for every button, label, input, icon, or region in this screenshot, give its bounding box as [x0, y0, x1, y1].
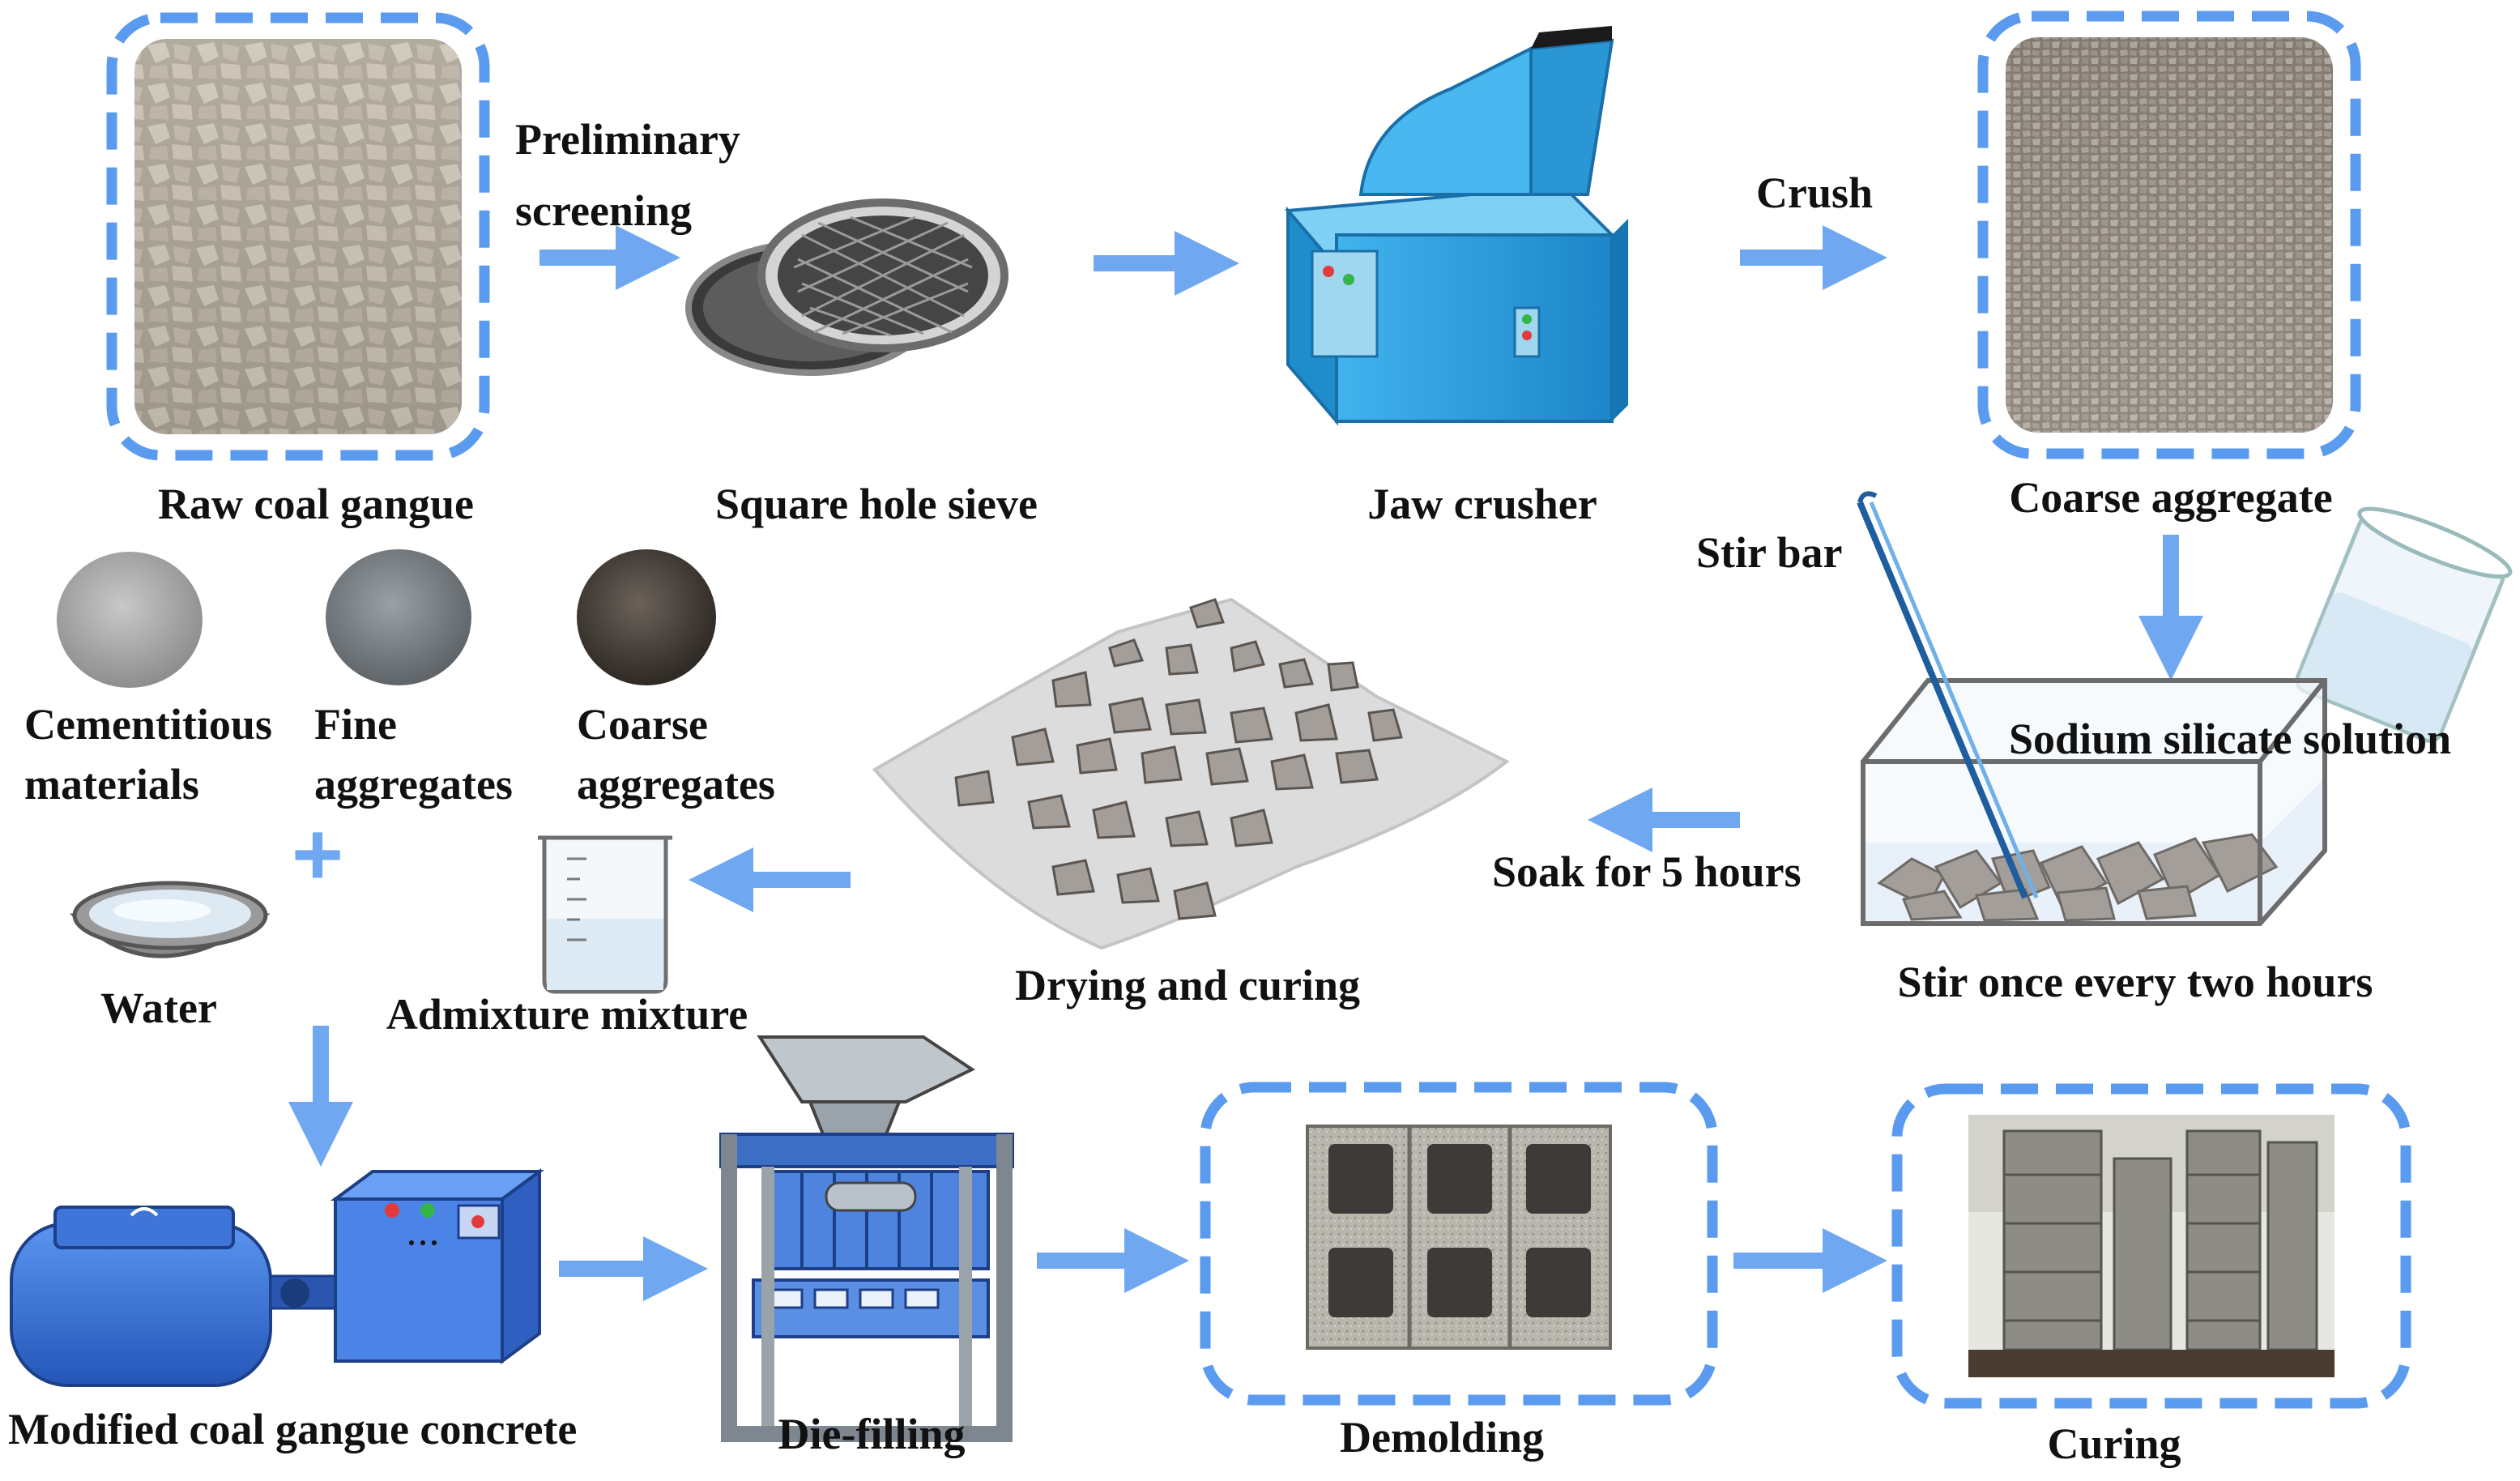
- demolding-stage: [1200, 1082, 1718, 1406]
- crush-label: Crush: [1756, 169, 1873, 217]
- drying-stones-icon: [872, 597, 1510, 950]
- modified-concrete-label: Modified coal gangue concrete: [8, 1405, 577, 1453]
- jaw-crusher-label: Jaw crusher: [1367, 480, 1597, 528]
- square-hole-sieve-label: Square hole sieve: [715, 480, 1038, 528]
- sodium-silicate-solution-label: Sodium silicate solution: [2009, 715, 2451, 763]
- demolded-blocks-photo-icon: [1306, 1125, 1612, 1350]
- coarse-aggregates-label-2: aggregates: [577, 760, 775, 809]
- water-label: Water: [100, 984, 217, 1032]
- fine-aggregates-label-1: Fine: [314, 700, 397, 749]
- stir-frequency-label: Stir once every two hours: [1898, 958, 2373, 1006]
- soak-label: Soak for 5 hours: [1492, 847, 1802, 896]
- jaw-crusher-icon: [1284, 26, 1628, 426]
- admixture-mixture-label: Admixture mixture: [386, 990, 748, 1039]
- raw-coal-gangue-stage: Raw coal gangue: [106, 12, 490, 528]
- admixture-beaker-icon: [538, 835, 672, 994]
- preliminary-screening-label-1: Preliminary: [515, 115, 740, 164]
- die-filling-label: Die-filling: [778, 1410, 966, 1458]
- drying-and-curing-label: Drying and curing: [1015, 961, 1360, 1009]
- cementitious-label-1: Cementitious: [24, 700, 272, 749]
- coarse-aggregates-label-1: Coarse: [577, 700, 708, 749]
- coarse-aggregate-stage: Coarse aggregate: [1977, 11, 2361, 522]
- dashed-frame: [1977, 11, 2361, 459]
- curing-blocks-photo-icon: [1968, 1115, 2335, 1377]
- demolding-label: Demolding: [1340, 1413, 1544, 1462]
- dashed-frame: [1891, 1083, 2411, 1409]
- water-bowl-icon: [70, 881, 271, 958]
- fine-aggregate-pile-icon: [326, 549, 471, 685]
- beaker-pour-icon: [2295, 506, 2513, 743]
- square-hole-sieve-icon: [685, 198, 1008, 376]
- dashed-frame: [106, 12, 490, 461]
- cementitious-pile-icon: [57, 552, 203, 688]
- concrete-mixer-icon: [10, 1168, 545, 1387]
- stir-bar-icon: [1857, 491, 2039, 899]
- fine-aggregates-label-2: aggregates: [314, 760, 513, 809]
- block-molding-machine-icon: [719, 1035, 1014, 1442]
- plus-sign: +: [292, 805, 343, 904]
- raw-coal-gangue-photo-icon: [134, 39, 462, 434]
- cementitious-label-2: materials: [24, 760, 199, 809]
- coarse-aggregate-photo-icon: [2006, 37, 2333, 433]
- soaking-tank-icon: [1861, 678, 2327, 926]
- coarse-aggregate-label: Coarse aggregate: [2009, 473, 2332, 522]
- stir-bar-label: Stir bar: [1696, 528, 1843, 577]
- raw-coal-gangue-label: Raw coal gangue: [158, 480, 474, 528]
- coarse-aggregate-pile-icon: [577, 549, 716, 685]
- preliminary-screening-label-2: screening: [515, 186, 692, 235]
- curing-label: Curing: [2047, 1419, 2181, 1468]
- curing-stage: [1891, 1083, 2411, 1409]
